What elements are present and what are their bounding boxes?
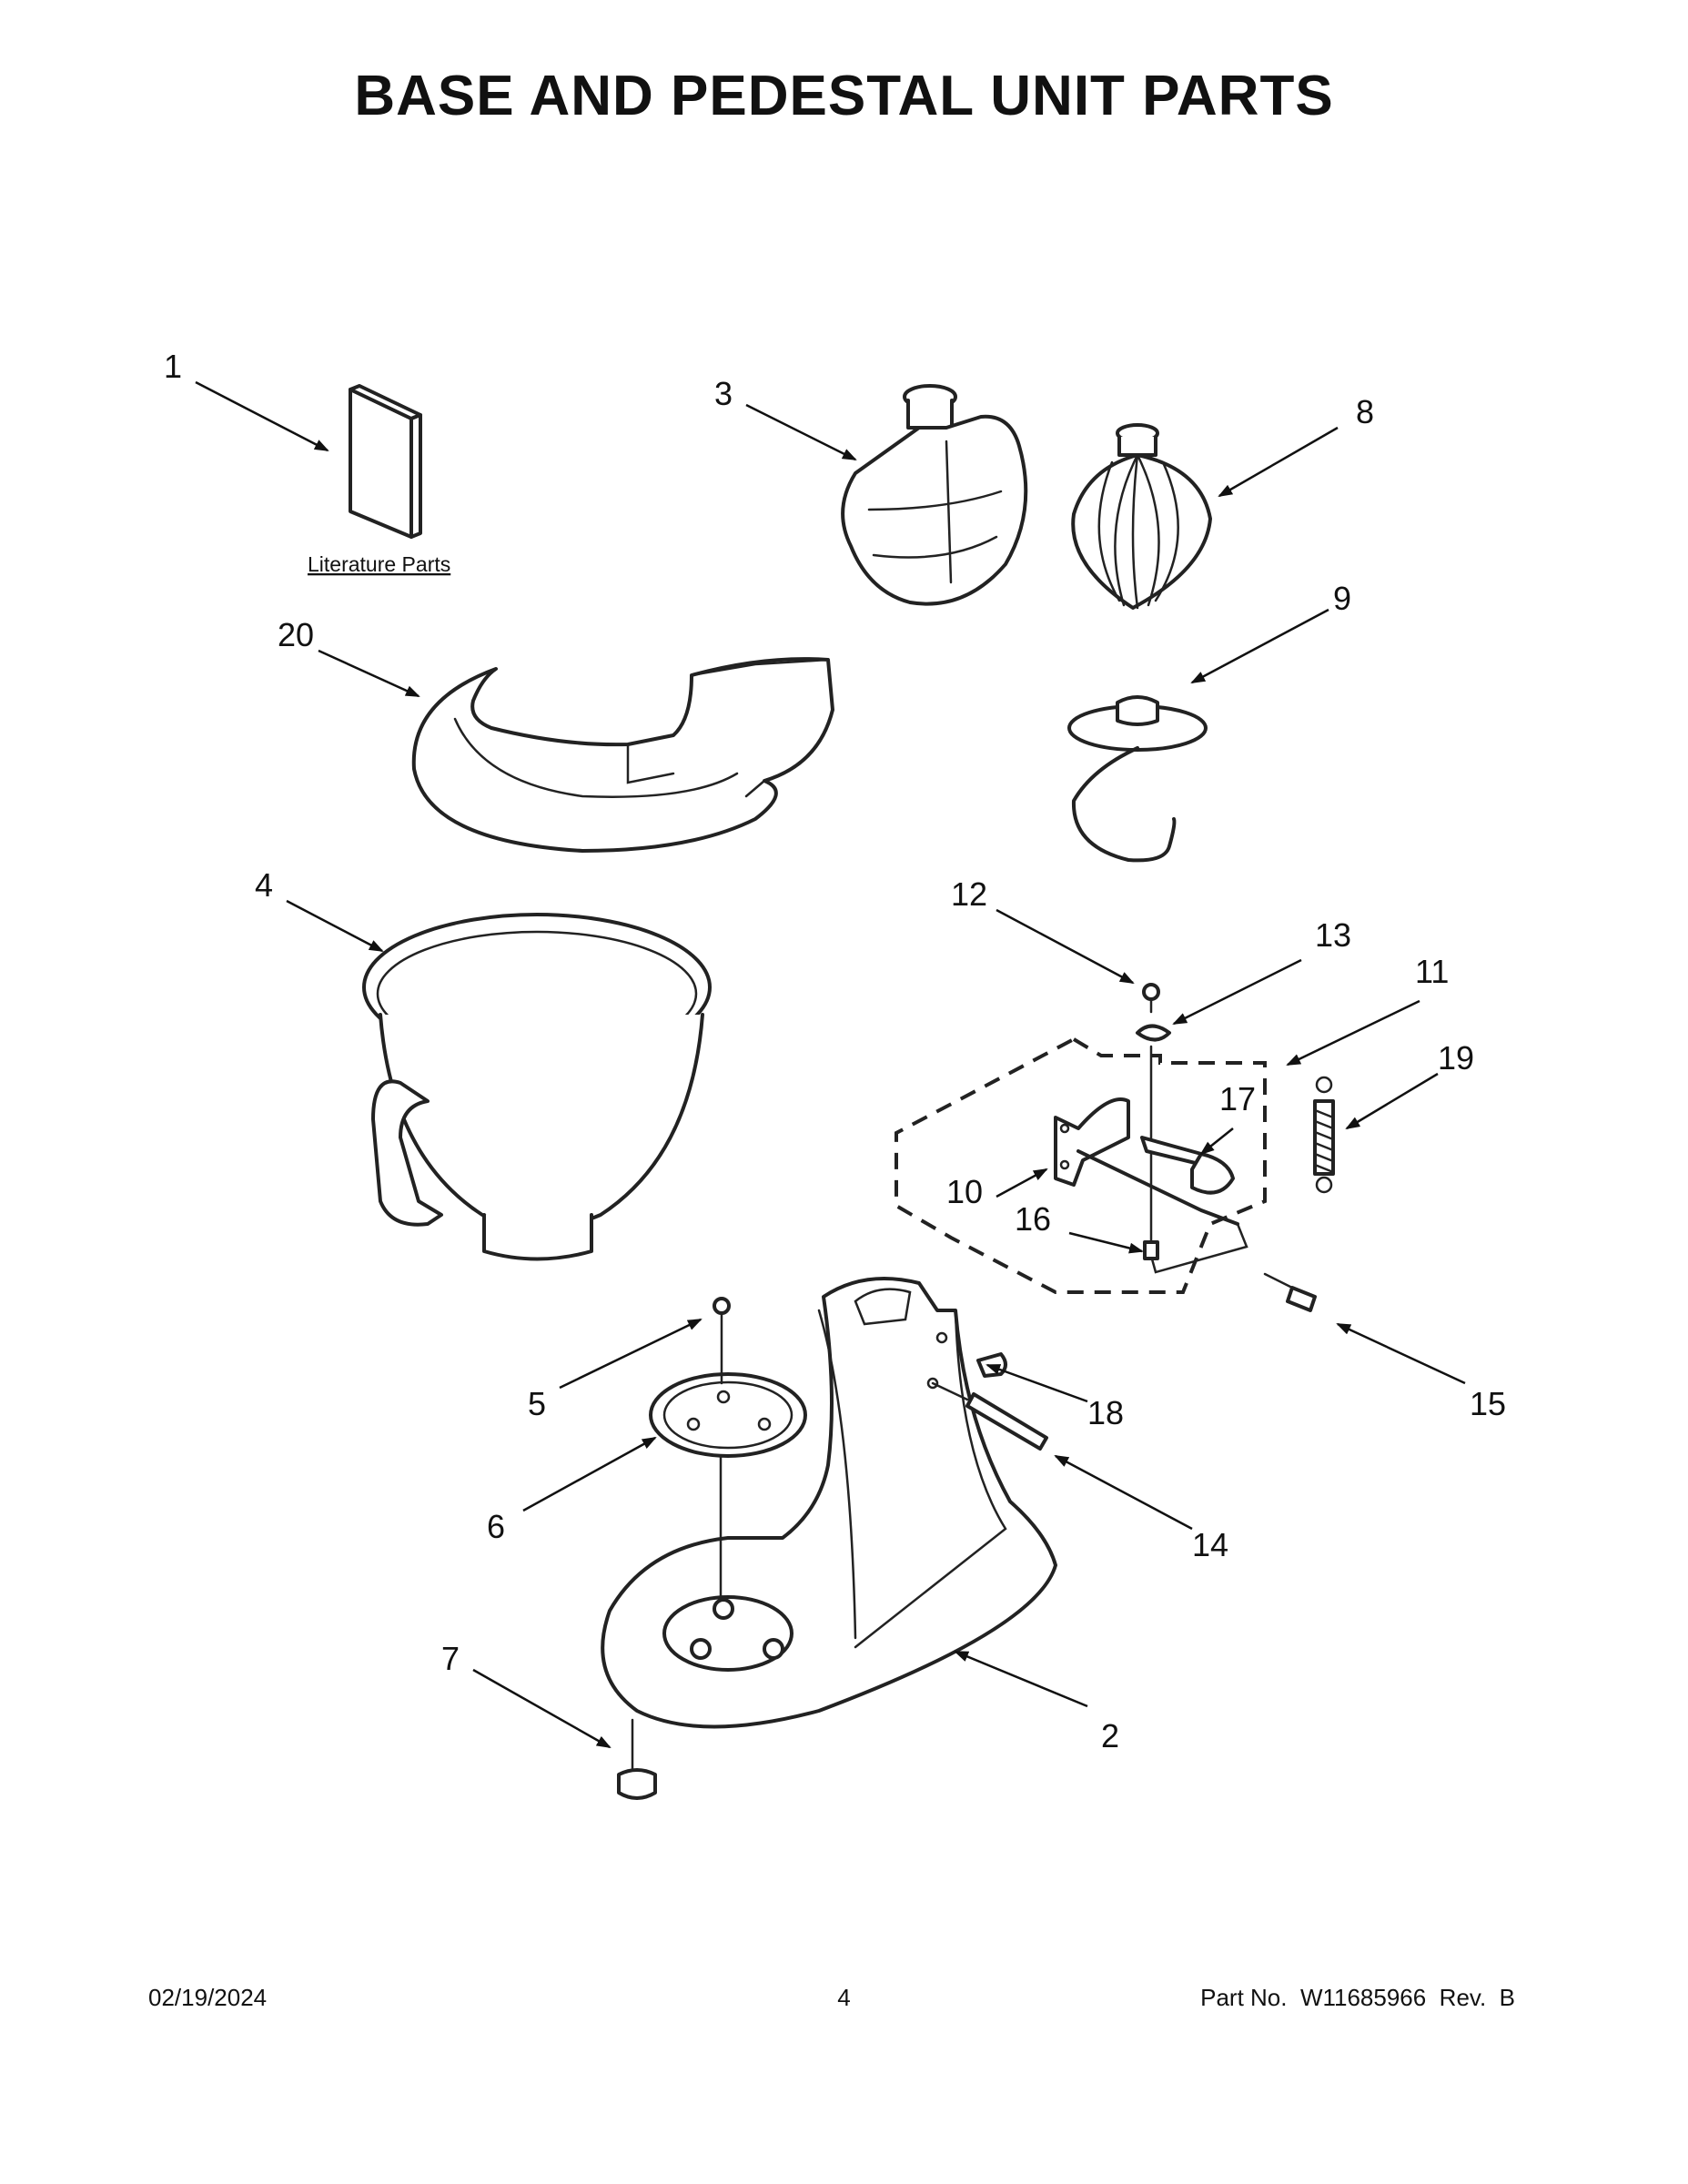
callout-9: 9: [1333, 580, 1351, 617]
callout-19: 19: [1438, 1039, 1474, 1077]
footer-page-number: 4: [837, 1984, 851, 2011]
clip-18: [976, 1352, 1007, 1378]
callout-18: 18: [1087, 1394, 1124, 1431]
callout-8: 8: [1356, 393, 1374, 430]
pouring-shield: [411, 657, 834, 853]
footer-date: 02/19/2024: [148, 1984, 268, 2011]
footer-part-number: Part No. W11685966 Rev. B: [1200, 1984, 1515, 2011]
literature-parts: Literature Parts: [308, 384, 450, 576]
flat-beater: [841, 384, 1028, 606]
callout-7: 7: [441, 1640, 460, 1677]
leader-lines: [195, 380, 1466, 1749]
callout-13: 13: [1315, 916, 1351, 954]
lift-lever: [1076, 1136, 1248, 1274]
callout-4: 4: [255, 866, 273, 904]
literature-parts-label: Literature Parts: [308, 552, 450, 576]
callout-numbers: 1 3 8 9 20 4 12 13 11 19 17 10 16 15 18 …: [164, 348, 1506, 1754]
callout-11: 11: [1415, 953, 1449, 990]
callout-1: 1: [164, 348, 182, 385]
callout-10: 10: [946, 1173, 983, 1210]
callout-2: 2: [1101, 1717, 1119, 1754]
rubber-foot: [617, 1718, 657, 1800]
lift-bracket: [1054, 1097, 1130, 1187]
screw-5: [713, 1297, 731, 1385]
callout-15: 15: [1470, 1385, 1506, 1422]
wire-whip: [1071, 423, 1212, 610]
callout-16: 16: [1015, 1200, 1051, 1238]
callout-5: 5: [528, 1385, 546, 1422]
callout-6: 6: [487, 1508, 505, 1545]
mixing-bowl: [362, 913, 712, 1261]
callout-3: 3: [714, 375, 733, 412]
callout-14: 14: [1192, 1526, 1228, 1563]
callout-20: 20: [278, 616, 314, 653]
rod-16: [1143, 1240, 1159, 1260]
bowl-clamping-plate: [649, 1372, 807, 1599]
screw-12: [1142, 983, 1160, 1014]
spring: [1313, 1076, 1335, 1194]
page-title: BASE AND PEDESTAL UNIT PARTS: [354, 65, 1334, 127]
bowl-lift-assembly-group: [895, 1036, 1267, 1294]
hinge-pin: [931, 1381, 1048, 1451]
pedestal-base: [601, 1277, 1057, 1729]
callout-12: 12: [951, 875, 987, 913]
callout-17: 17: [1219, 1080, 1256, 1117]
dough-hook: [1067, 695, 1208, 863]
pin-15: [1263, 1272, 1317, 1312]
